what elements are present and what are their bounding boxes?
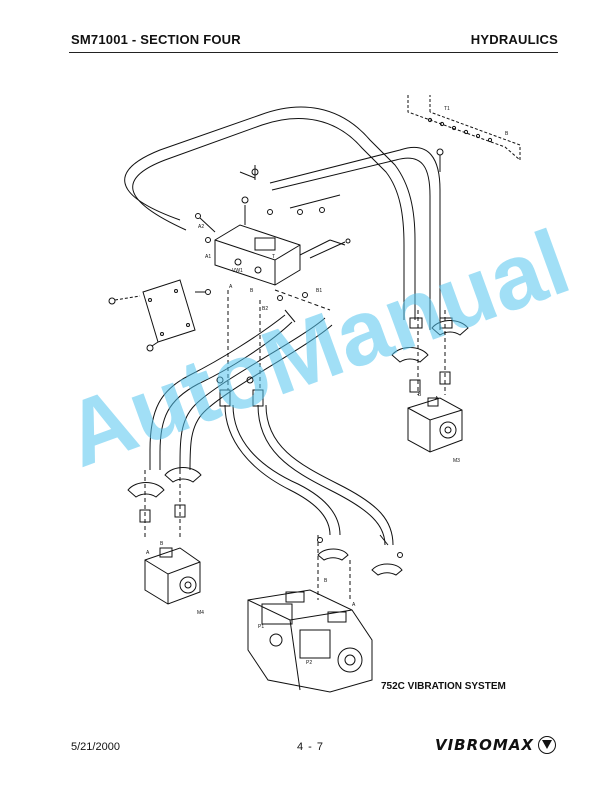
label-pump-a: A [352,602,356,608]
label-valve-t: T [272,254,275,260]
brand-logo: VIBROMAX [435,736,556,754]
hose-pump [224,404,394,546]
brand-mark-icon [538,736,556,754]
label-p2: P2 [306,660,312,666]
motor-m3 [407,397,463,453]
label-a2: A2 [198,224,204,230]
header-divider [69,52,558,53]
label-m3: M3 [453,458,460,464]
label-valve-b: B [250,288,254,294]
label-m4-a: A [146,550,150,556]
control-valve-vw1 [214,165,346,286]
tank-bracket [407,95,521,162]
hose-upper-loop [124,106,441,330]
label-a1: A1 [205,254,211,260]
footer-date: 5/21/2000 [71,741,120,753]
pump-assembly [247,589,373,693]
label-t1: T1 [444,106,450,112]
label-m3-b: B [418,392,422,398]
label-b2: B2 [262,306,268,312]
label-m3-a: A [435,396,439,402]
page-number: 4 - 7 [297,741,325,753]
mounting-plate [108,279,211,352]
hose-fittings [127,148,469,576]
label-vw1: VW1 [232,268,243,274]
label-pump-b: B [324,578,328,584]
hose-left-motor [149,314,333,471]
brand-name: VIBROMAX [434,736,534,754]
section-header: SM71001 - SECTION FOUR [71,32,241,47]
label-m4: M4 [197,610,204,616]
centre-lines [144,289,446,600]
label-p1: P1 [258,624,264,630]
label-b1: B1 [316,288,322,294]
label-m4-b: B [160,541,164,547]
chapter-header: HYDRAULICS [470,32,558,47]
bolts [195,171,351,259]
diagram-caption: 752C VIBRATION SYSTEM [381,681,506,692]
motor-m4 [144,547,201,605]
label-valve-a: A [229,284,233,290]
label-b-tank: B [505,131,509,137]
